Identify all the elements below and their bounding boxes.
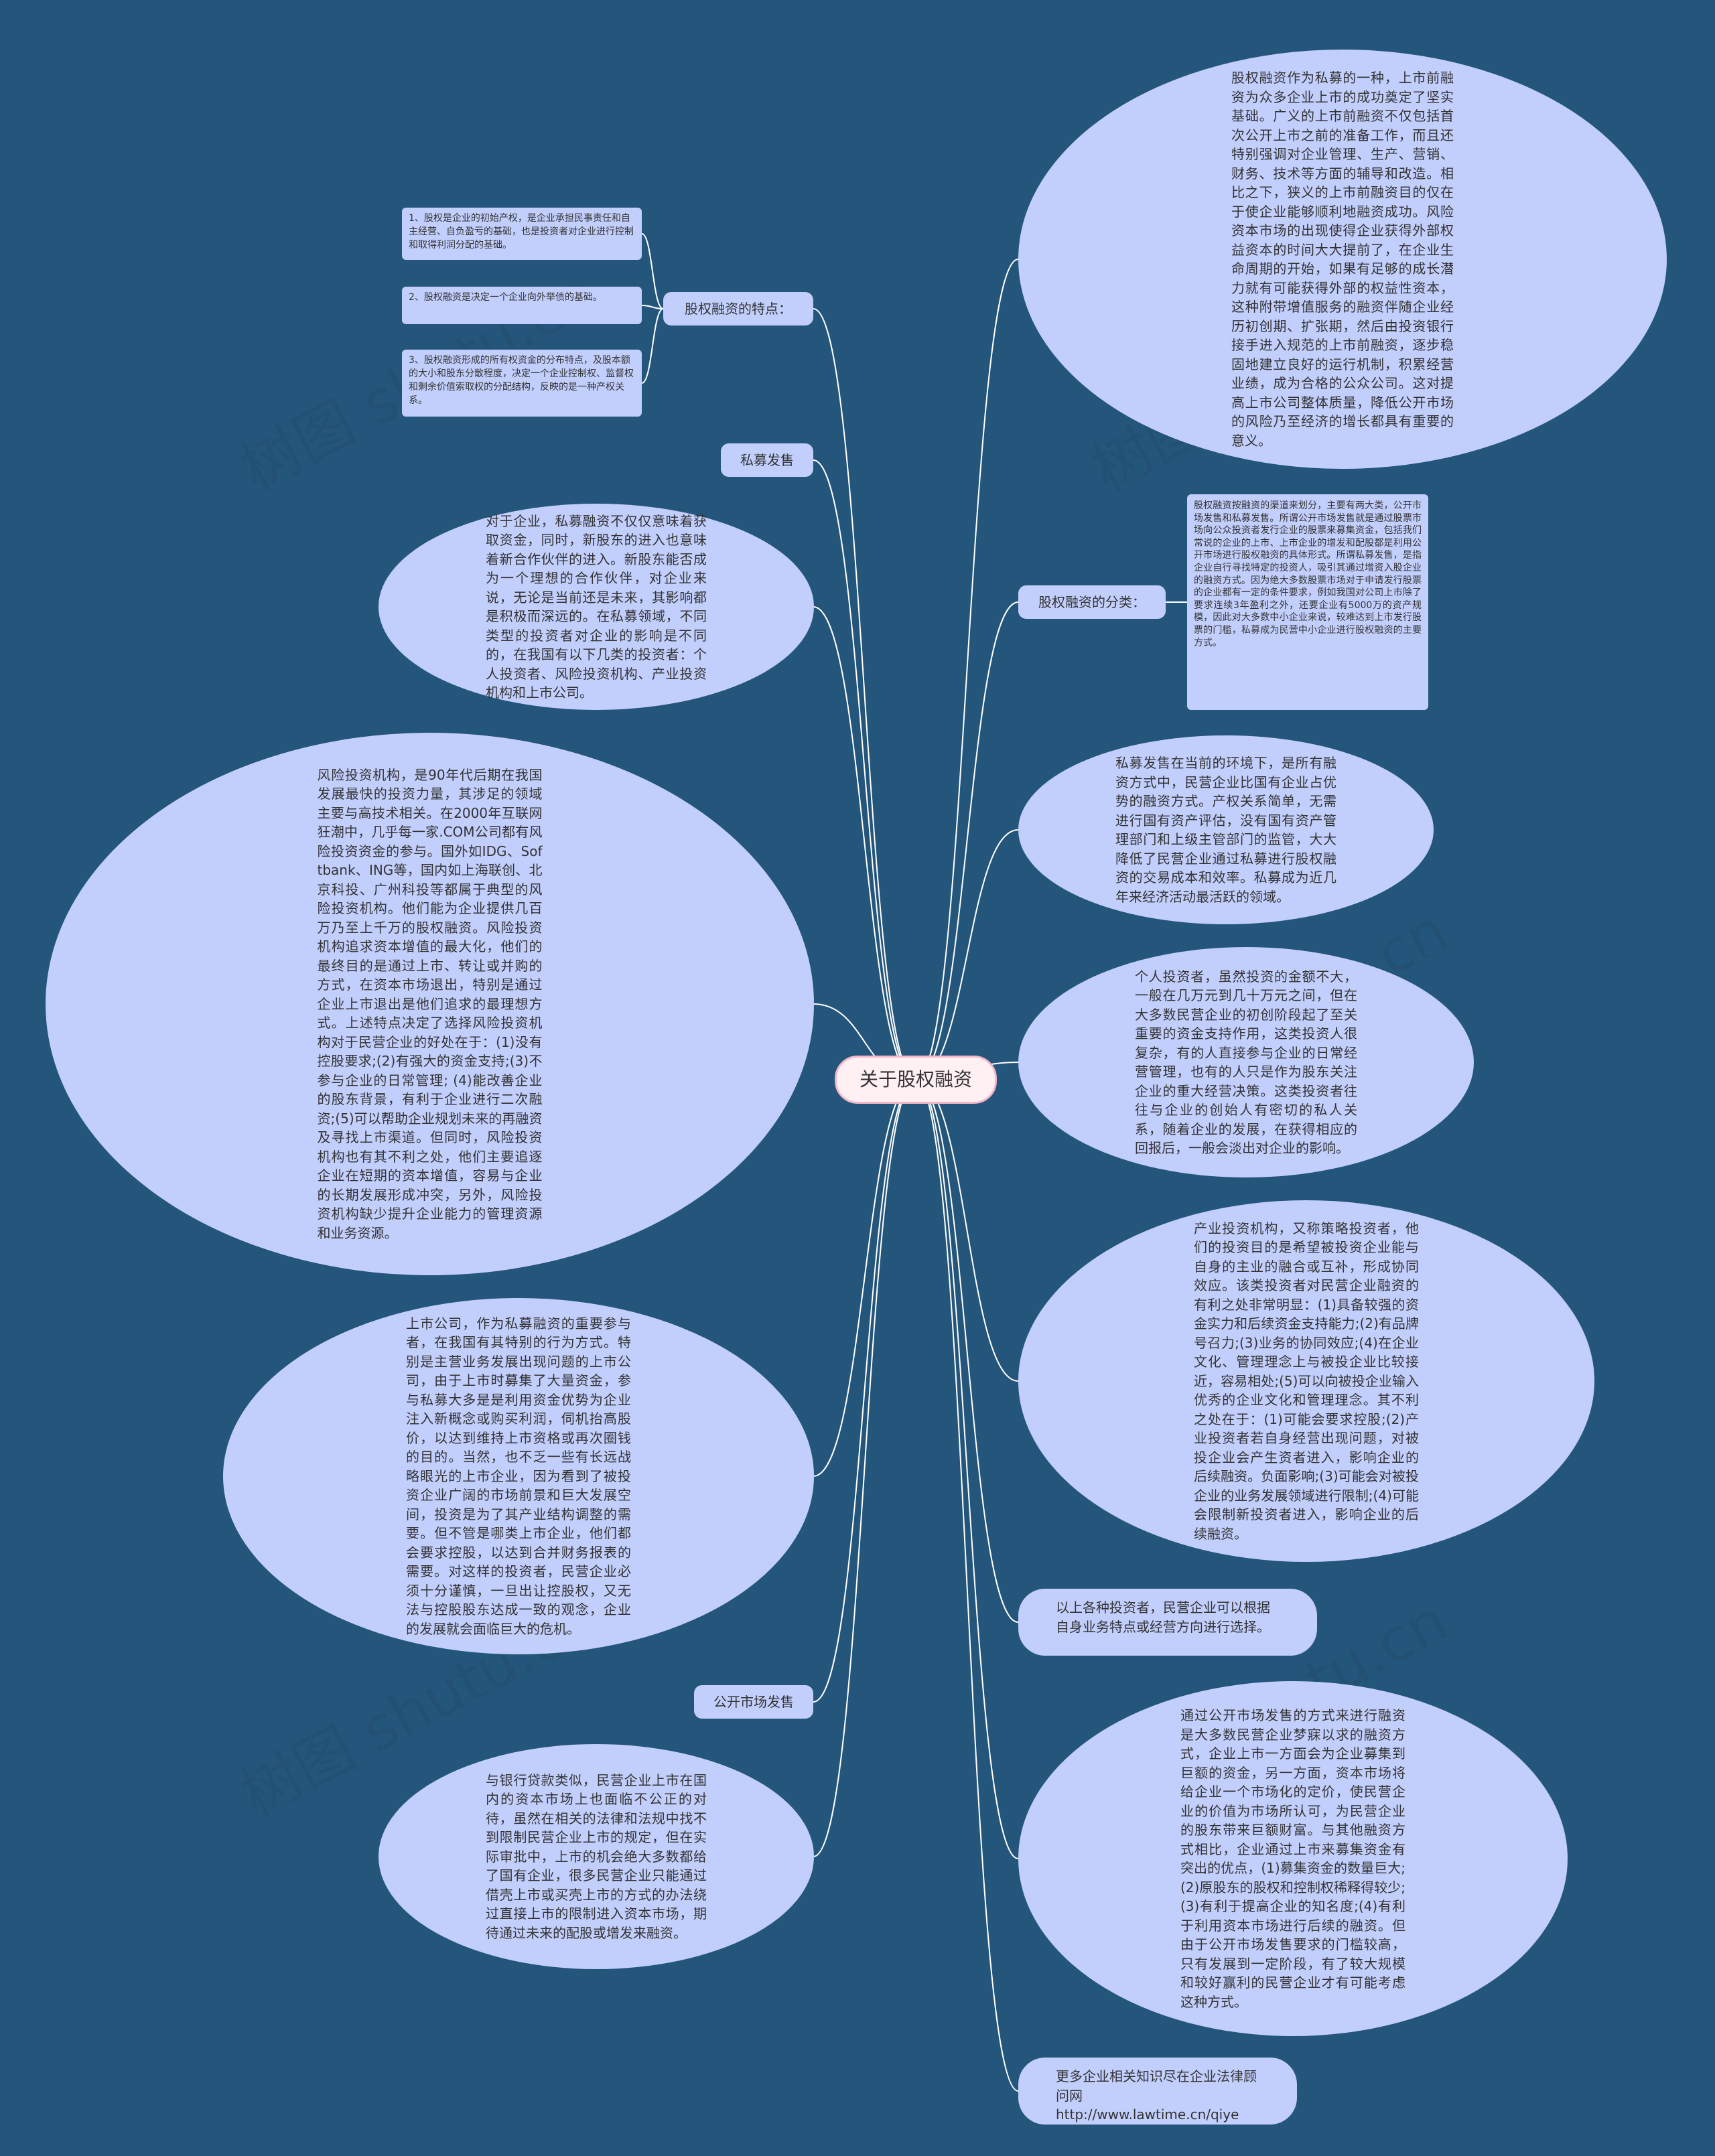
public-offering-text: 通过公开市场发售的方式来进行融资是大多数民营企业梦寐以求的融资方式，企业上市一方… xyxy=(1180,1707,1405,2010)
link-features xyxy=(813,308,916,1080)
pre-ipo-financing-node[interactable]: 股权融资作为私募的一种，上市前融资为众多企业上市的成功奠定了坚实基础。广义的上市… xyxy=(1018,50,1667,469)
link-enterprise xyxy=(813,606,916,1080)
link-bank xyxy=(813,1079,916,1857)
feature-item-1[interactable]: 1、股权是企业的初始产权，是企业承担民事责任和自主经营、自负盈亏的基础，也是投资… xyxy=(402,208,642,260)
industry-investors-text: 产业投资机构，又称策略投资者，他们的投资目的是希望被投资企业能与自身的主业的融合… xyxy=(1194,1220,1419,1542)
listed-company-text: 上市公司，作为私募融资的重要参与者，在我国有其特别的行为方式。特别是主营业务发展… xyxy=(406,1315,631,1637)
link-public-label xyxy=(813,1079,916,1703)
link-feature-3 xyxy=(641,308,664,384)
link-public xyxy=(915,1079,1019,1859)
link-listed xyxy=(813,1079,916,1477)
public-offering-label[interactable]: 公开市场发售 xyxy=(694,1685,813,1719)
industry-investors-node[interactable]: 产业投资机构，又称策略投资者，他们的投资目的是希望被投资企业能与自身的主业的融合… xyxy=(1018,1200,1594,1562)
venture-capital-text: 风险投资机构，是90年代后期在我国发展最快的投资力量，其涉足的领域主要与高技术相… xyxy=(317,766,543,1241)
individual-investors-text: 个人投资者，虽然投资的金额不大，一般在几万元到几十万元之间，但在大多数民营企业的… xyxy=(1135,968,1357,1157)
link-classification xyxy=(915,601,1019,1080)
link-choice xyxy=(915,1079,1019,1623)
private-advantage-node[interactable]: 私募发售在当前的环境下，是所有融资方式中，民营企业比国有企业占优势的融资方式。产… xyxy=(1018,735,1434,924)
link-more xyxy=(915,1079,1019,2092)
feature-item-2[interactable]: 2、股权融资是决定一个企业向外举债的基础。 xyxy=(402,287,642,324)
link-private-advantage xyxy=(915,829,1019,1080)
private-advantage-text: 私募发售在当前的环境下，是所有融资方式中，民营企业比国有企业占优势的融资方式。产… xyxy=(1115,755,1336,905)
link-private-label xyxy=(813,459,916,1080)
pre-ipo-financing-text: 股权融资作为私募的一种，上市前融资为众多企业上市的成功奠定了坚实基础。广义的上市… xyxy=(1231,70,1454,449)
enterprise-investors-node[interactable]: 对于企业，私募融资不仅仅意味着获取资金，同时，新股东的进入也意味着新合作伙伴的进… xyxy=(379,504,814,710)
venture-capital-node[interactable]: 风险投资机构，是90年代后期在我国发展最快的投资力量，其涉足的领域主要与高技术相… xyxy=(46,733,814,1275)
link-pre-ipo xyxy=(915,259,1019,1080)
bank-loans-text: 与银行贷款类似，民营企业上市在国内的资本市场上也面临不公正的对待，虽然在相关的法… xyxy=(486,1772,707,1941)
center-topic[interactable]: 关于股权融资 xyxy=(835,1056,997,1104)
link-feature-1 xyxy=(641,233,664,309)
individual-investors-node[interactable]: 个人投资者，虽然投资的金额不大，一般在几万元到几十万元之间，但在大多数民营企业的… xyxy=(1018,947,1474,1177)
link-industry xyxy=(915,1079,1019,1382)
enterprise-investors-text: 对于企业，私募融资不仅仅意味着获取资金，同时，新股东的进入也意味着新合作伙伴的进… xyxy=(486,512,707,701)
classification-text[interactable]: 股权融资按融资的渠道来划分，主要有两大类，公开市场发售和私募发售。所谓公开市场发… xyxy=(1187,494,1428,710)
features-label[interactable]: 股权融资的特点： xyxy=(663,292,813,326)
more-info-node[interactable]: 更多企业相关知识尽在企业法律顾问网http://www.lawtime.cn/q… xyxy=(1018,2058,1297,2125)
bank-loans-node[interactable]: 与银行贷款类似，民营企业上市在国内的资本市场上也面临不公正的对待，虽然在相关的法… xyxy=(379,1744,814,1969)
link-feature-2 xyxy=(641,305,664,309)
investor-choice-node[interactable]: 以上各种投资者，民营企业可以根据自身业务特点或经营方向进行选择。 xyxy=(1018,1589,1317,1656)
classification-label[interactable]: 股权融资的分类： xyxy=(1018,585,1166,619)
private-placement-label[interactable]: 私募发售 xyxy=(721,443,813,477)
public-offering-node[interactable]: 通过公开市场发售的方式来进行融资是大多数民营企业梦寐以求的融资方式，企业上市一方… xyxy=(1018,1681,1568,2036)
feature-item-3[interactable]: 3、股权融资形成的所有权资金的分布特点，及股本额的大小和股东分散程度，决定一个企… xyxy=(402,350,642,417)
listed-company-node[interactable]: 上市公司，作为私募融资的重要参与者，在我国有其特别的行为方式。特别是主营业务发展… xyxy=(223,1298,814,1654)
